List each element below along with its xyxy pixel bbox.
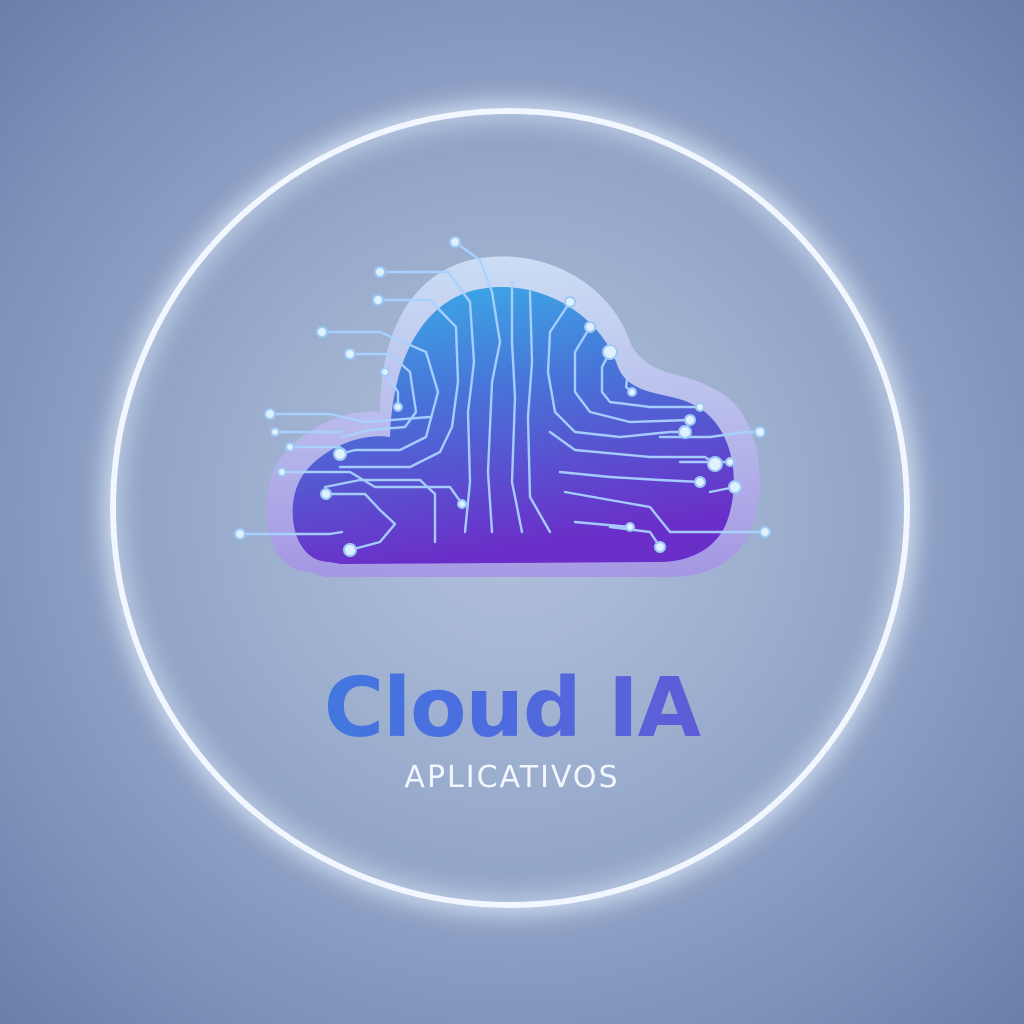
glow-ring bbox=[110, 108, 910, 908]
cloud-circuit-icon bbox=[234, 236, 771, 577]
brand-name: Cloud IA bbox=[0, 668, 1024, 750]
brand-tagline: APLICATIVOS bbox=[404, 760, 620, 795]
